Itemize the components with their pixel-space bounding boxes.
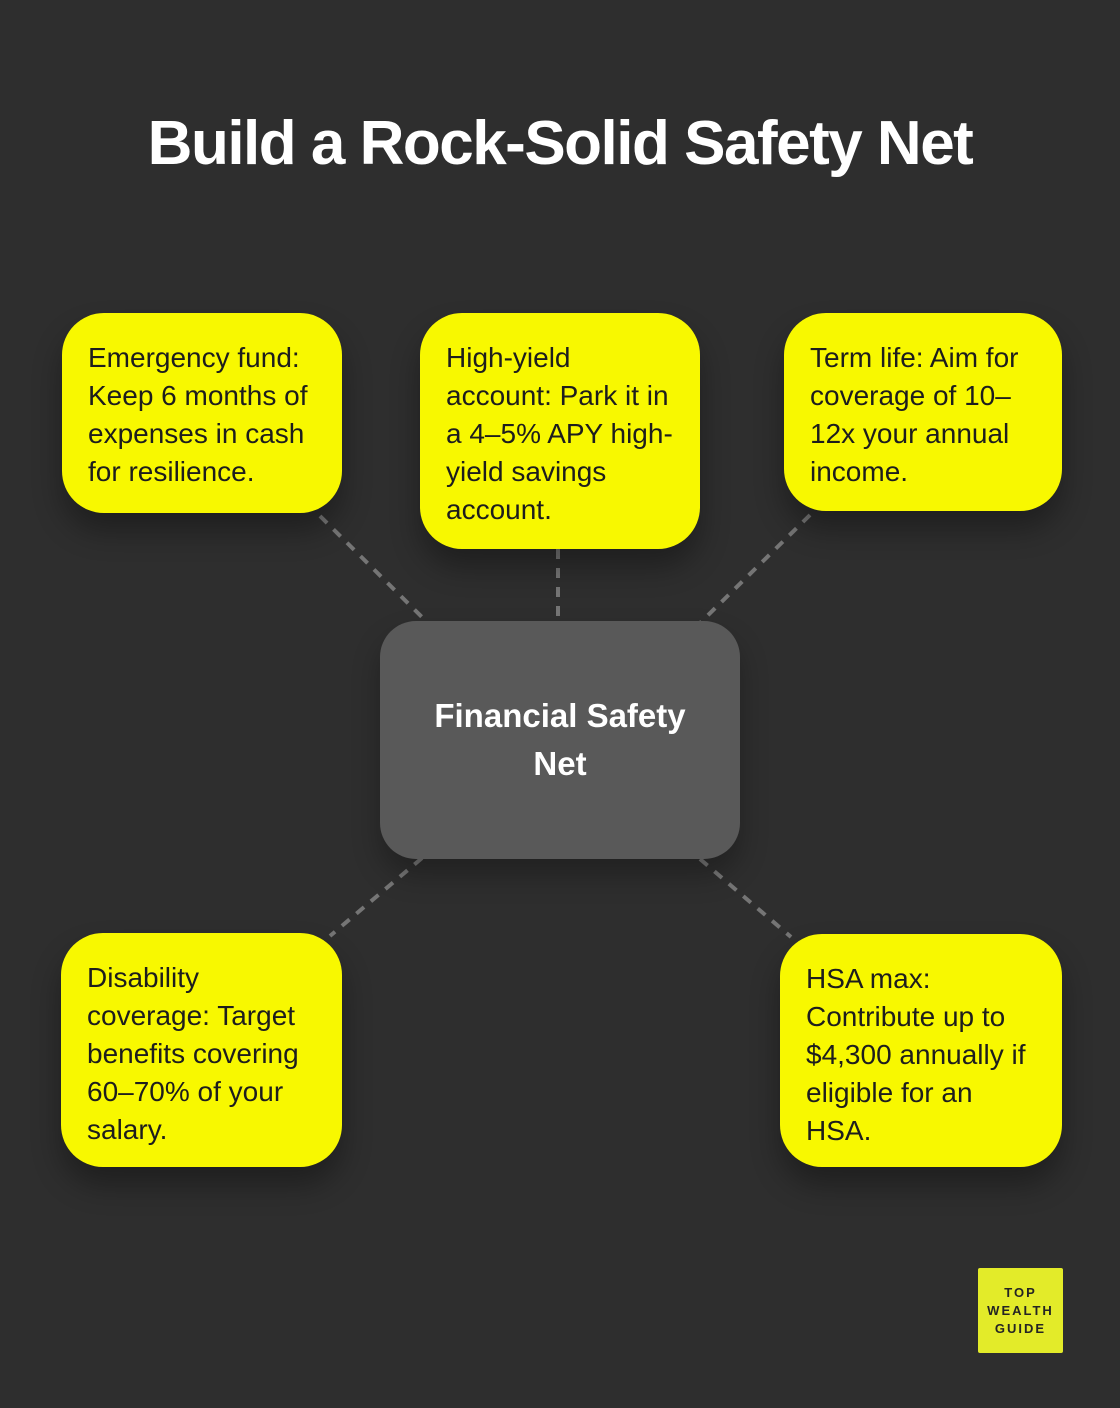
connector-hsa-max [698, 857, 793, 939]
node-hsa-max-text: HSA max: Contribute up to $4,300 annuall… [806, 963, 1026, 1146]
node-high-yield-account: High-yield account: Park it in a 4–5% AP… [420, 313, 700, 549]
connector-emergency-fund [318, 514, 432, 627]
brand-logo-line-top: TOP [1004, 1284, 1037, 1300]
node-disability-coverage: Disability coverage: Target benefits cov… [61, 933, 342, 1167]
brand-logo-line-guide: GUIDE [994, 1320, 1047, 1336]
brand-logo-line-wealth: WEALTH [987, 1302, 1054, 1318]
node-disability-coverage-text: Disability coverage: Target benefits cov… [87, 962, 299, 1145]
connector-disability-coverage [328, 856, 424, 938]
node-emergency-fund-text: Emergency fund: Keep 6 months of expense… [88, 342, 308, 487]
node-high-yield-account-text: High-yield account: Park it in a 4–5% AP… [446, 342, 673, 525]
node-term-life-text: Term life: Aim for coverage of 10–12x yo… [810, 342, 1019, 487]
center-node-label: Financial Safety Net [434, 697, 686, 782]
connector-term-life [696, 513, 812, 627]
node-term-life: Term life: Aim for coverage of 10–12x yo… [784, 313, 1062, 511]
brand-logo: TOP WEALTH GUIDE [978, 1268, 1063, 1353]
node-emergency-fund: Emergency fund: Keep 6 months of expense… [62, 313, 342, 513]
page-title: Build a Rock-Solid Safety Net [147, 109, 974, 178]
node-hsa-max: HSA max: Contribute up to $4,300 annuall… [780, 934, 1062, 1167]
node-financial-safety-net: Financial Safety Net [380, 621, 740, 859]
